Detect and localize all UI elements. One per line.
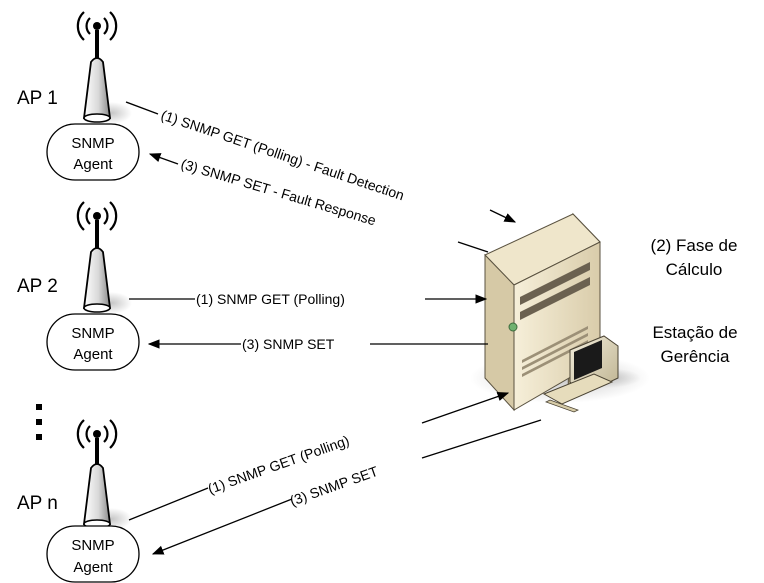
ap-label: AP 1 <box>17 88 58 109</box>
agent-label-line1: SNMP <box>71 537 114 554</box>
apn-get-arrow: (1) SNMP GET (Polling) <box>128 392 510 521</box>
agent-label-line2: Agent <box>73 559 113 576</box>
agent-label-line2: Agent <box>73 346 113 363</box>
antenna-mast <box>95 438 99 466</box>
agent-label-line1: SNMP <box>71 135 114 152</box>
antenna-icon <box>82 247 112 313</box>
apn-group: AP n SNMP Agent <box>17 419 140 583</box>
snmp-agent-box <box>46 123 140 181</box>
agent-label-line1: SNMP <box>71 325 114 342</box>
agent-label-line2: Agent <box>73 156 113 173</box>
antenna-icon <box>82 463 112 529</box>
phase-label-line2: Cálculo <box>666 260 723 279</box>
msg-label: (1) SNMP GET (Polling) <box>196 291 345 307</box>
workstation-icon <box>542 335 641 413</box>
msg-label: (3) SNMP SET - Fault Response <box>179 156 378 229</box>
wireless-signal-icon <box>76 419 118 449</box>
antenna-mast <box>95 30 99 58</box>
msg-label: (3) SNMP SET <box>288 463 381 509</box>
ap2-get-arrow: (1) SNMP GET (Polling) <box>129 291 488 307</box>
ap-label: AP n <box>17 493 58 514</box>
wireless-signal-icon <box>76 11 118 41</box>
station-label-line1: Estação de <box>652 323 737 342</box>
ap1-group: AP 1 SNMP Agent <box>17 11 140 181</box>
station-label-line2: Gerência <box>661 347 731 366</box>
ap2-group: AP 2 SNMP Agent <box>17 201 140 371</box>
phase-label-line1: (2) Fase de <box>651 236 738 255</box>
ap2-set-arrow: (3) SNMP SET <box>147 336 488 352</box>
snmp-agent-box <box>46 313 140 371</box>
msg-label: (3) SNMP SET <box>242 336 335 352</box>
antenna-icon <box>82 57 112 123</box>
ap-label: AP 2 <box>17 276 58 297</box>
more-aps-ellipsis <box>36 404 42 440</box>
snmp-agent-box <box>46 525 140 583</box>
antenna-mast <box>95 220 99 248</box>
wireless-signal-icon <box>76 201 118 231</box>
